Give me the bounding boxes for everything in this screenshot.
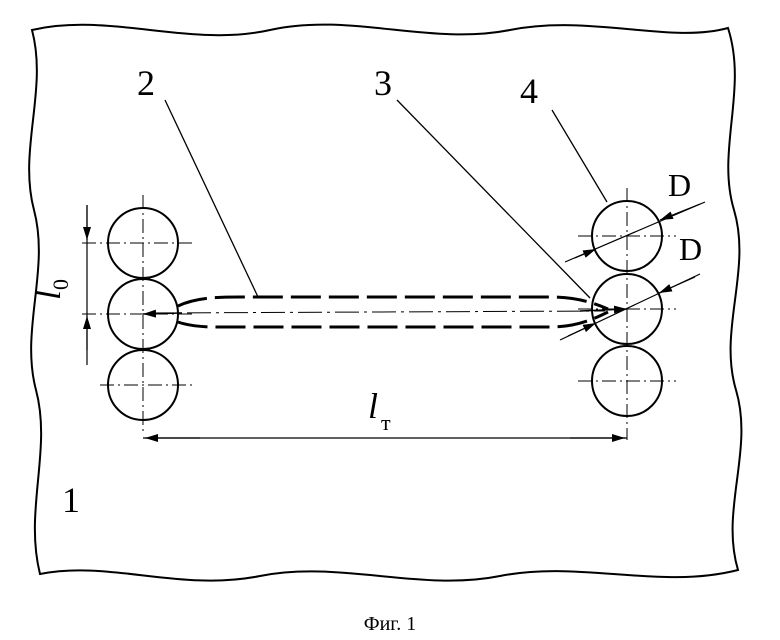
leader-3 <box>397 100 590 298</box>
label-4: 4 <box>520 71 538 111</box>
leader-4 <box>552 110 607 202</box>
diameter-label-lower: D <box>679 231 702 267</box>
diameter-label-upper: D <box>668 167 691 203</box>
strand <box>150 297 608 327</box>
plate-outline <box>29 25 741 581</box>
label-2: 2 <box>137 63 155 103</box>
pitch-subscript: 0 <box>48 279 73 290</box>
span-symbol: l <box>368 386 378 426</box>
span-subscript: т <box>381 410 391 435</box>
figure-caption: Фиг. 1 <box>364 613 416 635</box>
leader-lines <box>165 100 607 298</box>
pitch-symbol: l <box>28 290 68 300</box>
label-3: 3 <box>374 63 392 103</box>
leader-2 <box>165 100 258 297</box>
label-1: 1 <box>62 480 80 520</box>
strand-arrow-left <box>143 313 182 314</box>
